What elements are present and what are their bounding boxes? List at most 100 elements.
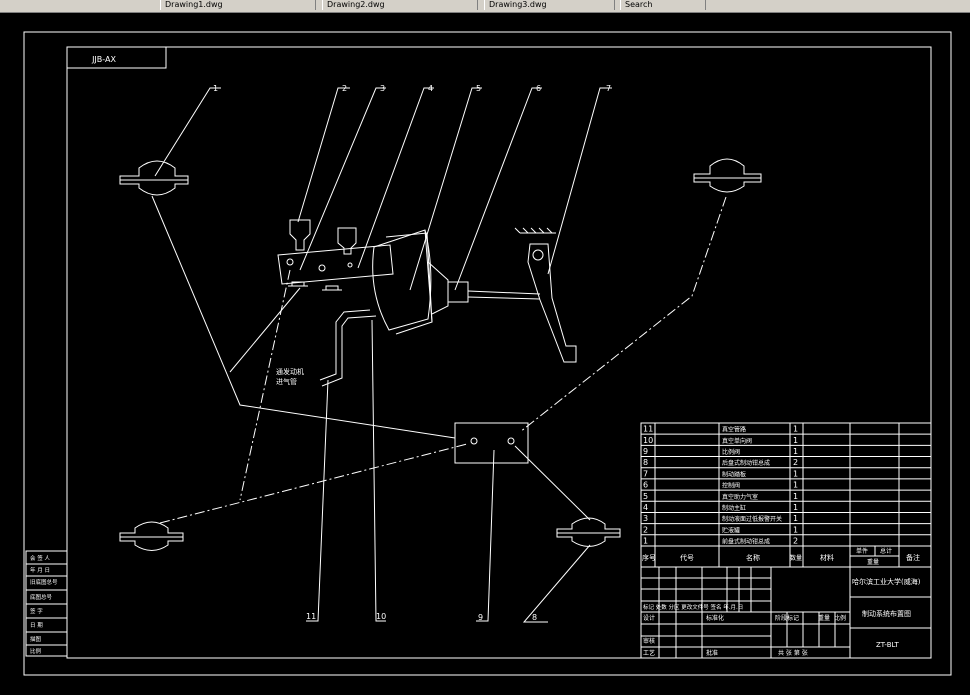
- school-name: 哈尔滨工业大学(威海): [852, 577, 921, 586]
- callout-4: 4: [428, 84, 433, 93]
- bom-header-remark: 备注: [906, 553, 920, 562]
- bom-cell-name: 后盘式制动钳总成: [722, 459, 770, 467]
- wheel-front-right: [693, 158, 762, 193]
- frame-tag: JJB-AX: [91, 55, 116, 64]
- bom-cell-name: 控制阀: [722, 482, 740, 490]
- bom-cell-qty: 1: [793, 503, 798, 512]
- side-table-cell: 签 字: [30, 607, 43, 615]
- label-weight: 重量: [818, 614, 830, 622]
- drawing-title: 制动系统布置图: [862, 609, 911, 618]
- bom-cell-name: 制动踏板: [722, 470, 746, 478]
- callout-7: 7: [606, 84, 611, 93]
- leader-lines: [154, 87, 612, 623]
- label-sheets: 共 张 第 张: [778, 649, 808, 657]
- label-review: 审核: [643, 637, 655, 645]
- brake-line-fl: [151, 195, 456, 439]
- bom-cell-qty: 1: [793, 481, 798, 490]
- bom-cell-name: 制动主缸: [722, 504, 746, 512]
- brake-line-rr: [514, 445, 591, 521]
- label-process: 工艺: [643, 649, 655, 657]
- bom-cell-name: 真空管路: [722, 426, 746, 434]
- label-standard: 标准化: [706, 614, 724, 622]
- push-rod: [467, 290, 541, 295]
- label-scale: 比例: [834, 614, 846, 622]
- bom-cell-no: 11: [643, 425, 653, 434]
- bom-cell-qty: 1: [793, 525, 798, 534]
- label-approve: 批准: [706, 649, 718, 657]
- tab-drawing-1[interactable]: Drawing1.dwg: [160, 0, 316, 10]
- bom-cell-name: 制动液面过低报警开关: [722, 515, 782, 523]
- callout-9: 9: [478, 613, 483, 622]
- side-table-cell: 旧底图总号: [30, 578, 58, 586]
- label-design: 设计: [643, 614, 655, 622]
- engine-label-2: 进气管: [276, 377, 297, 386]
- side-table-cell: 会 签 人: [30, 554, 50, 562]
- wheel-rear-right: [556, 517, 621, 547]
- engine-label-1: 通发动机: [276, 367, 304, 376]
- tab-search[interactable]: Search: [620, 0, 706, 10]
- bom-header-total: 总计: [880, 547, 892, 555]
- bom-cell-qty: 1: [793, 425, 798, 434]
- bom-cell-qty: 1: [793, 492, 798, 501]
- vacuum-pipe: [319, 309, 371, 381]
- bom-cell-no: 3: [643, 514, 648, 523]
- bom-cell-no: 10: [643, 436, 653, 445]
- revision-header: 标记 处数 分区 更改文件号 签名 年.月.日: [643, 603, 743, 611]
- callout-10: 10: [376, 612, 386, 621]
- bom-cell-no: 4: [643, 503, 648, 512]
- bom-header-code: 代号: [680, 553, 694, 562]
- bom-cell-no: 8: [643, 458, 648, 467]
- callout-1: 1: [213, 84, 218, 93]
- bom-cell-qty: 1: [793, 447, 798, 456]
- brake-line-fr: [519, 196, 727, 433]
- wheel-rear-left: [119, 521, 184, 551]
- title-block: [640, 566, 932, 659]
- bom-cell-no: 6: [643, 481, 648, 490]
- side-table: [25, 550, 68, 657]
- tab-drawing-2[interactable]: Drawing2.dwg: [322, 0, 478, 10]
- label-stage: 阶段标记: [775, 614, 799, 622]
- side-table-cell: 日 期: [30, 622, 43, 629]
- bom-header-qty: 数量: [790, 554, 802, 562]
- side-table-cell: 描图: [30, 635, 42, 643]
- callout-2: 2: [342, 84, 347, 93]
- outer-border: [23, 31, 952, 676]
- bom-cell-name: 真空助力气室: [722, 493, 758, 501]
- bom-cell-no: 1: [643, 536, 648, 545]
- callout-11: 11: [306, 612, 316, 621]
- cad-canvas[interactable]: JJB-AX 1 2 3 4 5 6 7 8 9 10 11 通发动机 进气管 …: [0, 12, 970, 695]
- callout-5: 5: [476, 84, 481, 93]
- brake-line-rl: [159, 443, 468, 524]
- bom-cell-no: 7: [643, 469, 648, 478]
- bom-cell-name: 比例阀: [722, 448, 740, 456]
- master-cylinder: [277, 219, 394, 291]
- vacuum-booster: [372, 229, 469, 335]
- callout-8: 8: [532, 613, 537, 622]
- bom-cell-qty: 1: [793, 469, 798, 478]
- side-table-cell: 年 月 日: [30, 566, 50, 574]
- bom-cell-name: 真空单向阀: [722, 437, 752, 445]
- brake-pedal: [514, 227, 577, 363]
- inner-border: [66, 46, 932, 659]
- callout-3: 3: [380, 84, 385, 93]
- bom-cell-qty: 2: [793, 536, 798, 545]
- bom-header-seq: 序号: [642, 553, 656, 562]
- proportioning-valve: [454, 422, 529, 464]
- bom-header-weight: 重量: [867, 558, 879, 566]
- side-table-cell: 比例: [30, 647, 42, 655]
- bom-header-material: 材料: [820, 553, 834, 562]
- drawing-number: ZT-BLT: [876, 641, 899, 649]
- bom-table: [640, 422, 932, 568]
- brake-line-master-rear: [239, 269, 291, 501]
- bom-cell-no: 9: [643, 447, 648, 456]
- bom-cell-qty: 1: [793, 436, 798, 445]
- tab-drawing-3[interactable]: Drawing3.dwg: [484, 0, 615, 10]
- bom-cell-qty: 1: [793, 514, 798, 523]
- bom-header-unit: 单件: [856, 547, 868, 555]
- brake-line-master-front: [229, 287, 301, 373]
- wheel-front-left: [119, 160, 189, 196]
- bom-cell-name: 贮液罐: [722, 526, 740, 534]
- frame-tag-box: [66, 46, 167, 69]
- callout-6: 6: [536, 84, 541, 93]
- bom-cell-no: 2: [643, 525, 648, 534]
